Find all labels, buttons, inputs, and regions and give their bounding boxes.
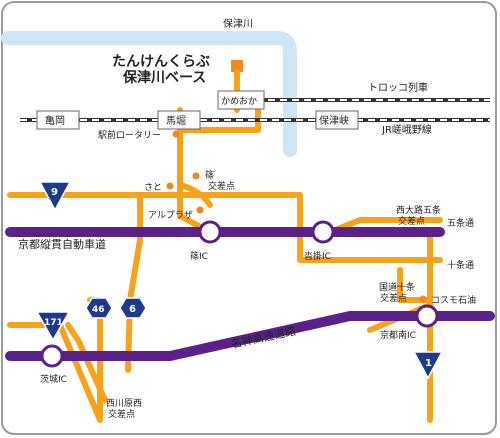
place-dot-icon [419,295,427,303]
jujo-dori-label: 十条通 [447,259,474,271]
railways [20,98,490,122]
station-umahori-label: 馬堀 [166,115,186,127]
cosmo-label: コスモ石油 [431,294,476,306]
route-shield-icon [38,181,72,212]
route-shield-icon [412,351,444,380]
station-sign-icon [315,110,359,130]
river-label: 保津川 [223,17,253,30]
route-171-number: 171 [44,318,63,328]
interchange-icon [40,344,64,368]
route-shield-171: 171 [35,311,71,342]
gojo-dori-label: 五条通 [447,217,474,229]
destination-marker-icon [231,60,243,72]
route-shield-icon [35,311,71,342]
station-kameoka-label: 亀岡 [45,114,65,127]
route-shield-9: 9 [38,181,72,212]
route-shield-1: 1 [412,351,444,380]
station-sign-icon [217,90,265,110]
interchange-icon [311,220,335,244]
destination-title-line1: たんけんくらぶ [112,54,210,70]
route-1-number: 1 [425,358,432,369]
station-hozukyo-label: 保津峡 [319,114,349,127]
route-shield-icon [119,297,147,319]
interchange-icon [198,220,222,244]
jr-line-label: JR嵯峨野線 [381,123,432,136]
station-hozukyo: 保津峡 [315,110,359,130]
kyoto-juukan-label: 京都縦貫自動車道 [18,237,106,251]
station-kameoka-trolley: かめおか [217,90,265,110]
route-shield-icon [85,297,113,319]
route-shield-6: 6 [119,297,147,319]
kutsukake-ic-label: 沓掛IC [304,250,331,262]
nishikawara-label: 西川原西交差点 [106,398,142,420]
river [1,31,297,157]
route-6-number: 6 [129,304,136,315]
place-dot-icon [192,172,200,180]
kokudo-jujo-label: 国道十条交差点 [379,281,415,304]
station-sign-icon [157,110,201,130]
shinoe-junction-label: 篠交差点 [205,169,235,192]
alpraza-label: アルプラザ [148,210,193,221]
nishioji-gojo-label: 西大路五条交差点 [396,204,441,227]
route-shield-46: 46 [85,297,113,319]
shinoe-ic-label: 篠IC [190,250,208,262]
trolley-line-label: トロッコ列車 [368,81,428,94]
place-dot-icon [196,206,204,214]
ibaraki-ic-label: 茨城IC [40,373,67,385]
station-sign-icon [36,110,80,130]
kameoka-trolley-label: かめおか [221,96,257,107]
route-9-number: 9 [51,187,58,198]
route-46-number: 46 [92,305,105,315]
place-dot-icon [166,182,174,190]
interchange-icon [415,304,439,328]
station-kameoka: 亀岡 [36,110,80,130]
sato-label: さと [144,182,162,193]
station-umahori: 馬堀 [157,110,201,130]
ekimae-rotary-label: 駅前ロータリー [98,129,161,141]
place-dot-icon [172,130,180,138]
destination-title-line2: 保津川ベース [122,69,206,86]
kyoto-minami-ic-label: 京都南IC [380,329,416,341]
